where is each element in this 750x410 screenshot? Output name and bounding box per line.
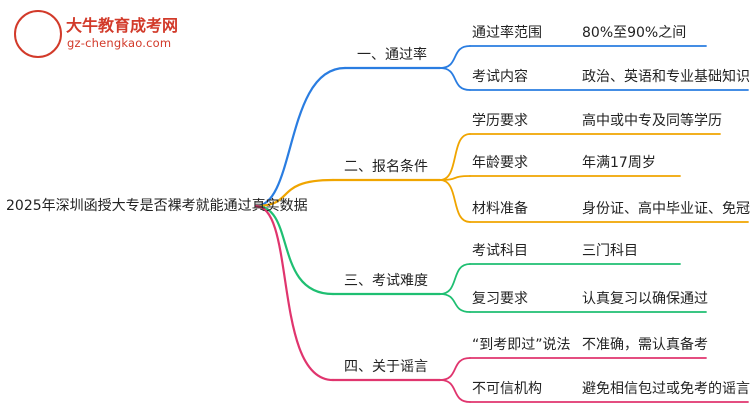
item-value: 身份证、高中毕业证、免冠照片	[582, 201, 750, 217]
item-key: 复习要求	[472, 291, 528, 307]
item-key: 考试内容	[472, 69, 528, 85]
branch-connector	[254, 66, 347, 208]
item-connector	[439, 175, 471, 181]
item-connector	[439, 293, 471, 313]
item-value: 政治、英语和专业基础知识	[582, 69, 750, 85]
logo-title: 大牛教育成考网	[66, 16, 179, 35]
item-connector	[439, 67, 471, 91]
root-topic: 2025年深圳函授大专是否裸考就能通过真实数据	[6, 198, 308, 214]
logo-seal	[14, 10, 62, 58]
item-connector	[439, 45, 471, 69]
item-connector	[439, 263, 471, 295]
item-connector	[439, 357, 471, 381]
item-value: 高中或中专及同等学历	[582, 113, 722, 129]
item-value: 三门科目	[582, 243, 638, 259]
item-key: 年龄要求	[472, 155, 528, 171]
item-key: “到考即过”说法	[472, 337, 571, 353]
item-value: 避免相信包过或免考的谣言	[582, 381, 750, 397]
item-value: 80%至90%之间	[582, 25, 687, 41]
item-connector	[439, 179, 471, 223]
branch-title: 三、考试难度	[344, 273, 428, 289]
item-connector	[439, 133, 471, 181]
branch-title: 一、通过率	[357, 47, 427, 63]
item-value: 认真复习以确保通过	[582, 291, 708, 307]
branch-title: 二、报名条件	[344, 159, 428, 175]
item-value: 不准确，需认真备考	[582, 337, 708, 353]
branch-connector	[254, 178, 335, 208]
item-key: 通过率范围	[472, 25, 542, 41]
branch-connector	[254, 204, 335, 296]
item-connector	[439, 379, 471, 403]
logo-url: gz-chengkao.com	[67, 36, 172, 50]
item-key: 不可信机构	[472, 381, 542, 397]
brand-logo: 大牛教育成考网 gz-chengkao.com	[14, 10, 244, 58]
item-key: 学历要求	[472, 113, 528, 129]
item-key: 考试科目	[472, 243, 528, 259]
item-value: 年满17周岁	[582, 155, 656, 171]
branch-title: 四、关于谣言	[344, 359, 428, 375]
branch-connector	[254, 204, 335, 382]
item-key: 材料准备	[472, 201, 528, 217]
